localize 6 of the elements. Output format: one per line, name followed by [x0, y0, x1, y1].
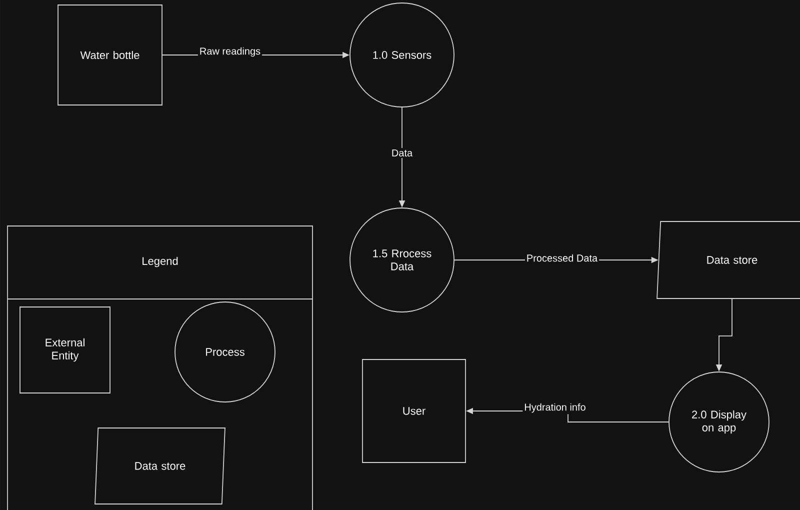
entity-box: User: [362, 359, 466, 463]
edge-label: Data: [390, 148, 414, 158]
edge-label: Hydration info: [522, 402, 588, 414]
entity-box: External Entity: [20, 306, 110, 394]
entity-box: Water bottle: [58, 4, 162, 106]
edge-label: Raw readings: [198, 46, 262, 58]
